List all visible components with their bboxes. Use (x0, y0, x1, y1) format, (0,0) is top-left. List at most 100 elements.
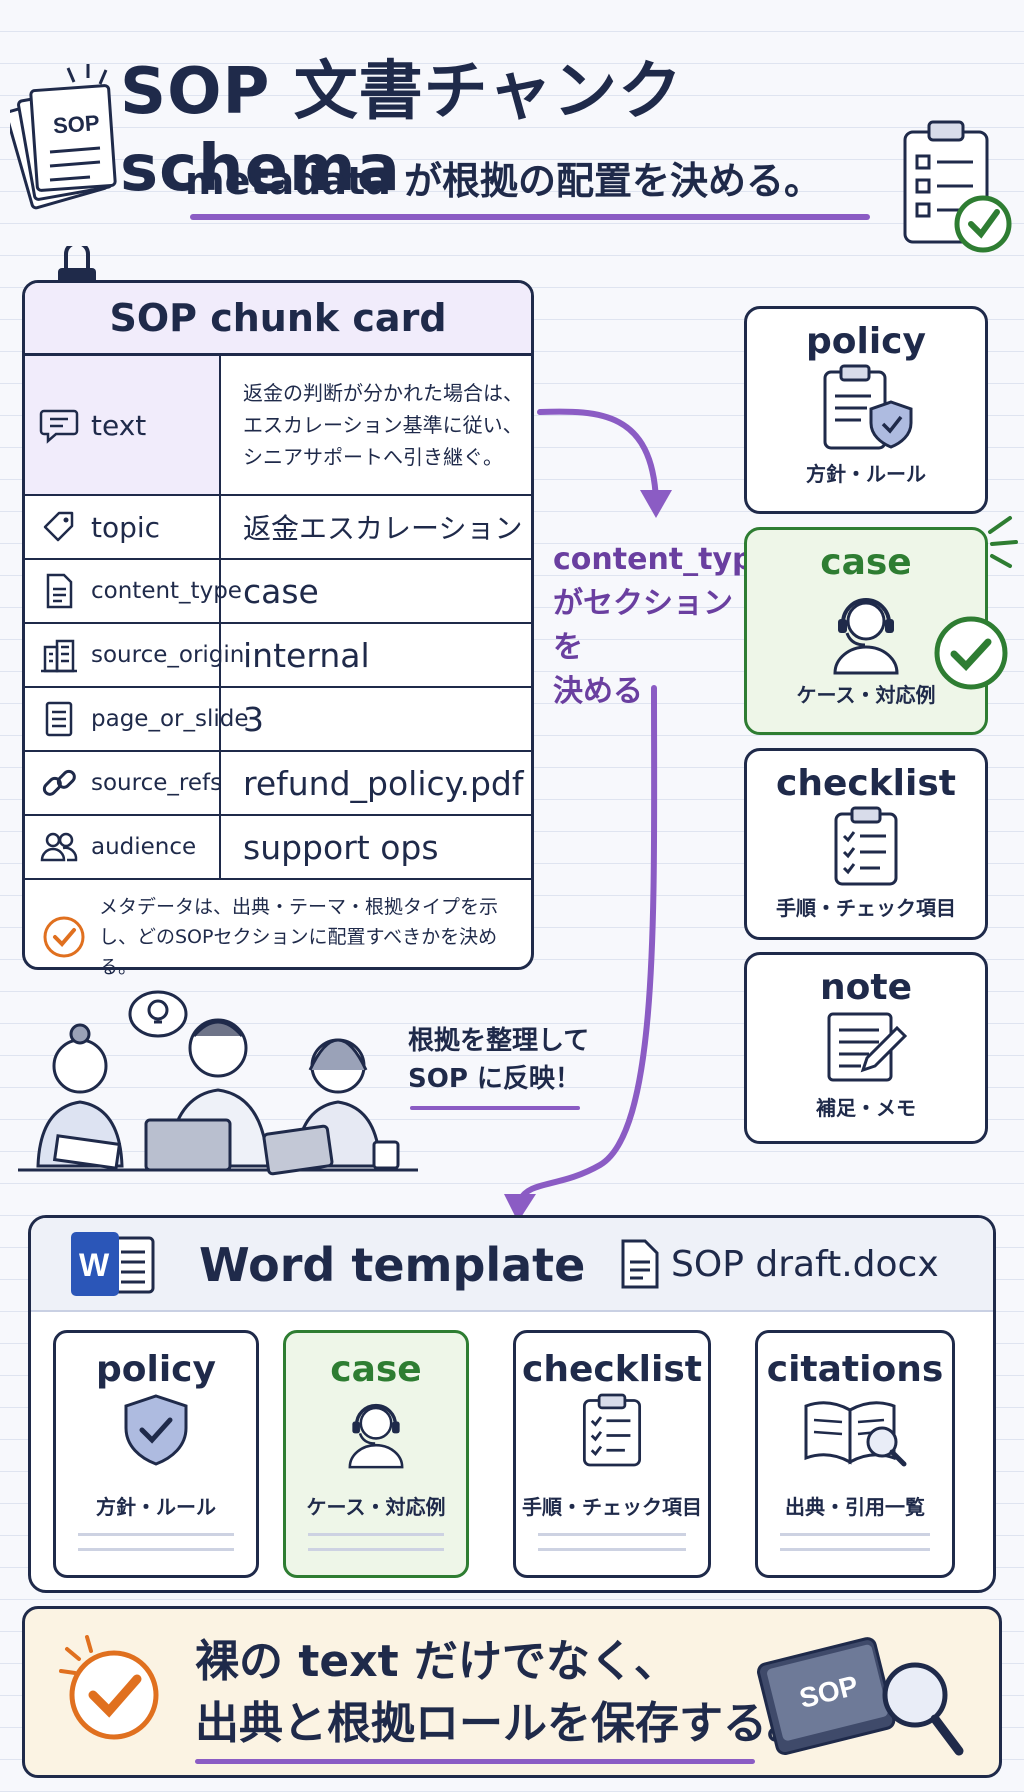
chunk-key-source-refs: source_refs (91, 770, 223, 796)
headset-person-icon (348, 1403, 404, 1469)
word-section-name-checklist: checklist (522, 1349, 702, 1390)
section-name-checklist: checklist (776, 763, 956, 804)
section-name-policy: policy (806, 321, 926, 362)
word-template-panel: W Word template SOP draft.docx policy 方針… (28, 1215, 996, 1593)
page-title: SOP 文書チャンク schema (120, 55, 684, 206)
team-illustration (18, 990, 418, 1176)
section-sub-checklist: 手順・チェック項目 (776, 896, 956, 920)
chunk-value-source-origin: internal (243, 635, 370, 675)
chunk-key-content-type: content_type (91, 578, 242, 604)
chunk-row-text: text 返金の判断が分かれた場合は、エスカレーション基準に従い、シニアサポート… (25, 356, 531, 496)
chunk-row-page-or-slide: page_or_slide 3 (25, 688, 531, 752)
clipboard-shield-icon (823, 364, 913, 450)
speech-bubble-icon (39, 409, 79, 444)
sparkle-lines-icon (988, 516, 1018, 568)
check-circle-icon (43, 916, 85, 958)
team-caption-underline (410, 1106, 580, 1110)
chunk-row-topic: topic 返金エスカレーション (25, 496, 531, 560)
clipboard-checklist-icon (834, 806, 898, 886)
chunk-value-topic: 返金エスカレーション (243, 512, 523, 545)
person-center (144, 1018, 270, 1172)
word-template-header: W Word template SOP draft.docx (31, 1218, 993, 1312)
document-icon (46, 573, 73, 609)
person-left (36, 1023, 124, 1170)
building-icon (41, 639, 77, 673)
word-template-file: SOP draft.docx (671, 1244, 939, 1285)
note-pencil-icon (827, 1012, 908, 1082)
chunk-key-page-or-slide: page_or_slide (91, 706, 249, 732)
word-template-title: Word template (199, 1238, 586, 1292)
clipboard-check-icon (903, 120, 1012, 253)
chunk-key-audience: audience (91, 834, 197, 860)
active-check-icon (934, 616, 1008, 690)
arrow-head-sections (640, 490, 672, 518)
chunk-key-text: text (91, 408, 147, 442)
page-subtitle: metadata が根拠の配置を決める。 (185, 159, 823, 203)
word-section-name-citations: citations (766, 1349, 944, 1390)
subtitle-underline (190, 214, 870, 220)
team-caption: 根拠を整理して SOP に反映！ (408, 1026, 590, 1094)
chunk-row-source-origin: source_origin internal (25, 624, 531, 688)
section-name-note: note (820, 967, 912, 1008)
sop-papers-icon: SOP (10, 64, 117, 210)
chunk-card-title: SOP chunk card (25, 283, 531, 356)
chunk-key-source-origin: source_origin (91, 642, 245, 668)
word-section-checklist: checklist 手順・チェック項目 (513, 1330, 711, 1578)
word-app-label: W (79, 1247, 110, 1283)
word-section-sub-citations: 出典・引用一覧 (785, 1495, 925, 1519)
people-icon (40, 832, 78, 862)
word-app-icon: W (71, 1232, 155, 1296)
arrow-to-word-template (517, 685, 658, 1203)
section-card-checklist: checklist 手順・チェック項目 (744, 748, 988, 940)
section-name-case: case (820, 542, 912, 583)
chunk-value-page-or-slide: 3 (243, 699, 264, 739)
chunk-value-source-refs: refund_policy.pdf (243, 763, 524, 803)
tag-icon (43, 511, 74, 542)
sop-book-magnifier-icon: SOP (757, 1637, 964, 1756)
flow-label: content_type がセクションを 決める (553, 538, 774, 714)
takeaway-line2: 出典と根拠ロールを保存する。 (195, 1698, 811, 1749)
takeaway-check-icon (59, 1635, 159, 1740)
word-section-sub-checklist: 手順・チェック項目 (522, 1495, 702, 1519)
chunk-value-audience: support ops (243, 827, 439, 867)
word-section-case: case ケース・対応例 (283, 1330, 469, 1578)
file-icon (621, 1239, 659, 1289)
word-section-name-case: case (330, 1349, 422, 1390)
sop-papers-label: SOP (52, 110, 100, 138)
flow-label-line2: がセクションを (553, 586, 733, 665)
takeaway-panel: 裸の text だけでなく、 出典と根拠ロールを保存する。 SOP (22, 1606, 1002, 1778)
section-sub-note: 補足・メモ (816, 1096, 916, 1120)
takeaway-underline (195, 1759, 755, 1764)
link-icon (42, 769, 76, 796)
chunk-row-audience: audience support ops (25, 816, 531, 880)
flow-label-line1: content_type (553, 542, 774, 577)
word-section-sub-policy: 方針・ルール (96, 1495, 216, 1519)
word-section-name-policy: policy (96, 1349, 216, 1390)
flow-label-line3: 決める (553, 674, 643, 709)
section-sub-case: ケース・対応例 (796, 683, 936, 707)
lightbulb-bubble (128, 990, 188, 1038)
chunk-card-footer: メタデータは、出典・テーマ・根拠タイプを示し、どのSOPセクションに配置すべきか… (25, 880, 531, 994)
section-sub-policy: 方針・ルール (806, 462, 926, 486)
headset-person-icon (833, 598, 899, 675)
word-section-policy: policy 方針・ルール (53, 1330, 259, 1578)
word-section-citations: citations 出典・引用一覧 (755, 1330, 955, 1578)
word-section-sub-case: ケース・対応例 (306, 1495, 446, 1519)
chunk-card-footer-text: メタデータは、出典・テーマ・根拠タイプを示し、どのSOPセクションに配置すべきか… (99, 896, 499, 978)
chunk-value-content-type: case (243, 571, 319, 611)
chunk-value-text: 返金の判断が分かれた場合は、エスカレーション基準に従い、シニアサポートへ引き継ぐ… (243, 381, 523, 469)
chunk-row-content-type: content_type case (25, 560, 531, 624)
clipboard-checklist-icon (582, 1393, 642, 1467)
book-magnifier-icon (804, 1401, 907, 1467)
chunk-row-source-refs: source_refs refund_policy.pdf (25, 752, 531, 816)
takeaway-line1: 裸の text だけでなく、 (195, 1636, 678, 1687)
page-icon (45, 701, 73, 737)
chunk-key-topic: topic (91, 510, 161, 544)
takeaway-text: 裸の text だけでなく、 出典と根拠ロールを保存する。 (195, 1631, 811, 1755)
shield-check-icon (124, 1394, 188, 1466)
section-card-note: note 補足・メモ (744, 952, 988, 1144)
section-card-policy: policy 方針・ルール (744, 306, 988, 514)
person-right (262, 1038, 400, 1176)
sop-chunk-card: SOP chunk card text 返金の判断が分かれた場合は、エスカレーシ… (22, 280, 534, 978)
arrow-to-sections (537, 408, 659, 503)
